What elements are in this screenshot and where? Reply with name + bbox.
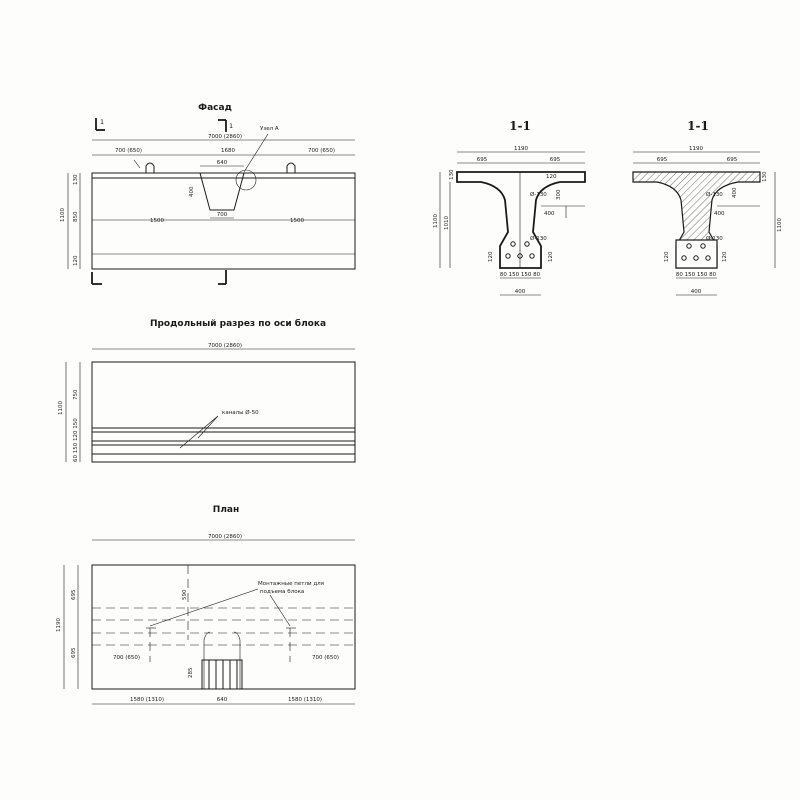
- dim-bottom-left: 1580 (1310): [130, 697, 164, 703]
- section-b-title: 1-1: [687, 119, 709, 133]
- cross-section-b: 1-1 1190 695 695 400 400 Ø-130 Ø-130 130…: [632, 119, 783, 296]
- cut-marker-top-right: 1: [218, 119, 233, 132]
- dim-notch-h: 400: [189, 186, 195, 197]
- dim-notch-h: 590: [182, 589, 188, 600]
- dim-web: 400: [714, 211, 725, 217]
- cross-section-a: 1-1 1190 695 695 300 400 Ø-130 Ø-130 130…: [433, 119, 586, 296]
- dim-haunch: 400: [732, 187, 738, 198]
- notch-plan: [201, 659, 243, 690]
- dim-rebar-top: Ø-130: [530, 191, 547, 198]
- node-circle: [235, 169, 257, 191]
- section-a-outline: [456, 171, 586, 269]
- dim-h1: 750: [73, 389, 79, 400]
- loops-label-1: Монтажные петли для: [258, 581, 324, 587]
- longitudinal-title: Продольный разрез по оси блока: [150, 318, 326, 329]
- node-label: Узел А: [260, 126, 279, 132]
- rebar-label: каналы Ø-50: [222, 409, 259, 416]
- plan-view: План 7000 (2860) Монтажные петли для под…: [56, 505, 356, 705]
- dim-slab: 130: [449, 169, 455, 180]
- section-a-title: 1-1: [509, 119, 531, 133]
- dim-total: 7000 (2860): [208, 534, 242, 540]
- dim-right: 695: [727, 157, 738, 163]
- longitudinal-section: Продольный разрез по оси блока 7000 (286…: [58, 318, 356, 463]
- dim-height: 1100: [58, 401, 64, 415]
- dim-bottom-parts: 80 150 150 80: [676, 272, 717, 278]
- dim-web: 400: [544, 211, 555, 217]
- dim-right-half: 1500: [290, 218, 304, 224]
- dim-notch-w: 285: [188, 667, 194, 678]
- dim-left-loop: 700 (650): [115, 148, 142, 154]
- dim-notch: 640: [217, 160, 228, 166]
- dim-rebar-bot: Ø-130: [530, 235, 547, 242]
- dim-mid: 1680: [221, 148, 235, 154]
- dim-top: 1190: [514, 146, 528, 152]
- dim-w1: 695: [71, 589, 77, 600]
- dim-h2: 850: [73, 211, 79, 222]
- dim-inner: 1010: [444, 216, 450, 230]
- dim-height: 1100: [777, 218, 783, 232]
- dim-left-loop: 700 (650): [113, 655, 140, 661]
- dim-bottom-parts: 80 150 150 80: [500, 272, 541, 278]
- dim-h2: 60 150 120 150: [73, 418, 79, 462]
- dim-bottom: 400: [691, 289, 702, 295]
- section-outline: [91, 361, 356, 463]
- dim-left: 695: [657, 157, 668, 163]
- dim-step: 300: [556, 189, 562, 200]
- dim-total: 7000 (2860): [208, 134, 242, 140]
- section-b-base: [675, 239, 718, 269]
- dim-side-right: 120: [722, 251, 728, 262]
- dim-rebar-top: Ø-130: [706, 191, 723, 198]
- dim-side: 120: [488, 251, 494, 262]
- dim-side-right: 120: [548, 251, 554, 262]
- notch-outline: [199, 172, 245, 211]
- dim-w2: 695: [71, 647, 77, 658]
- loops-label-2: подъема блока: [260, 589, 304, 595]
- dim-h1: 130: [73, 174, 79, 185]
- lifting-loop: [286, 162, 296, 173]
- dim-left-half: 1500: [150, 218, 164, 224]
- cut-marker-bottom-left: [91, 272, 102, 285]
- cut-label: 1: [229, 122, 233, 130]
- cut-label: 1: [100, 118, 104, 126]
- dim-bottom-mid: 640: [217, 697, 228, 703]
- dim-width: 1190: [56, 618, 62, 632]
- dim-top: 1190: [689, 146, 703, 152]
- beam-outline: [91, 172, 356, 270]
- dim-notch-bottom: 700: [217, 212, 228, 218]
- plan-title: План: [213, 505, 239, 515]
- dim-haunch: 120: [546, 174, 557, 180]
- dim-side: 120: [664, 251, 670, 262]
- facade-view: Фасад 1 1 7000 (2860) Узел А 700 (650) 1…: [60, 103, 356, 285]
- dim-bottom-right: 1580 (1310): [288, 697, 322, 703]
- dim-rebar-bot: Ø-130: [706, 235, 723, 242]
- facade-title: Фасад: [198, 103, 232, 113]
- dim-height: 1100: [60, 208, 66, 222]
- dim-slab: 130: [762, 171, 768, 182]
- dim-left: 695: [477, 157, 488, 163]
- dim-h3: 120: [73, 255, 79, 266]
- dim-height: 1100: [433, 214, 439, 228]
- dim-right-loop: 700 (650): [308, 148, 335, 154]
- cut-marker-top-left: 1: [95, 118, 105, 131]
- cut-marker-bottom-right: [218, 270, 227, 285]
- dim-right-loop: 700 (650): [312, 655, 339, 661]
- dim-bottom: 400: [515, 289, 526, 295]
- dim-total: 7000 (2860): [208, 343, 242, 349]
- lifting-loop: [145, 162, 155, 173]
- dim-right: 695: [550, 157, 561, 163]
